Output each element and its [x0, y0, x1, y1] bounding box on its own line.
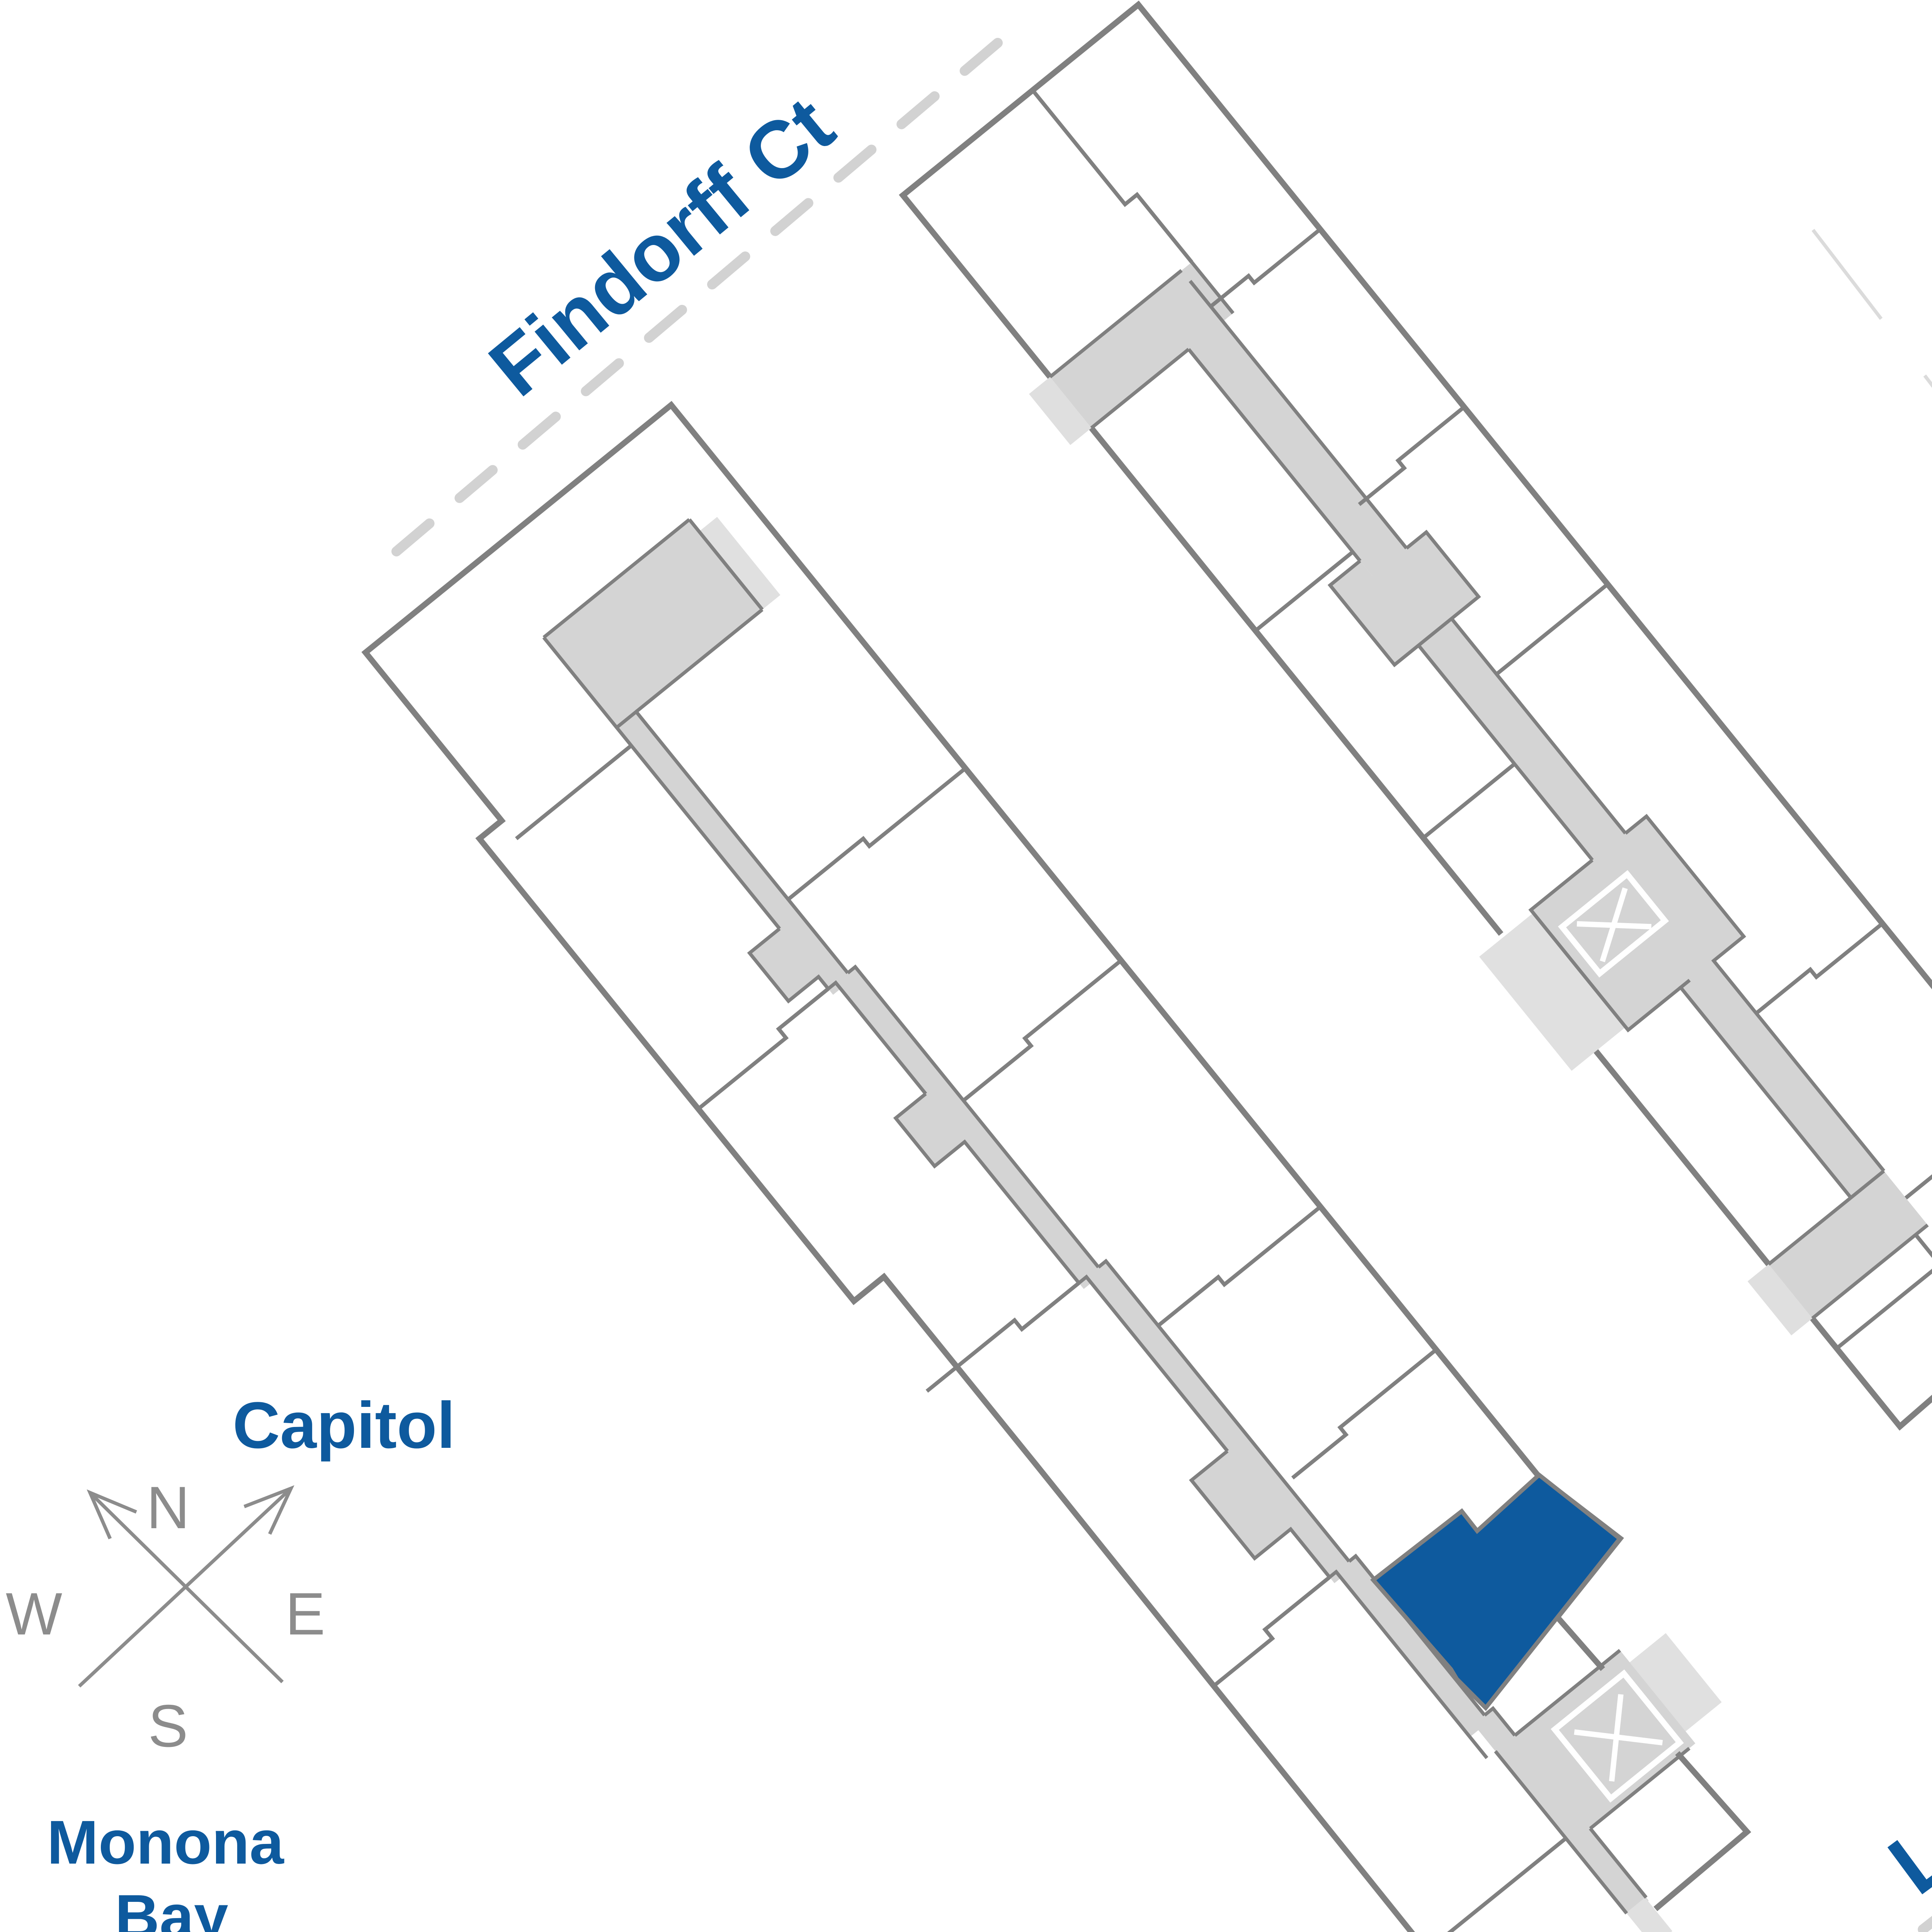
svg-text:S: S — [148, 1692, 188, 1759]
svg-text:W: W — [6, 1580, 62, 1647]
svg-text:Capitol: Capitol — [233, 1389, 455, 1462]
svg-text:Bay: Bay — [115, 1882, 228, 1932]
svg-text:Monona: Monona — [47, 1808, 284, 1877]
svg-text:E: E — [285, 1580, 325, 1647]
svg-text:N: N — [146, 1474, 190, 1541]
